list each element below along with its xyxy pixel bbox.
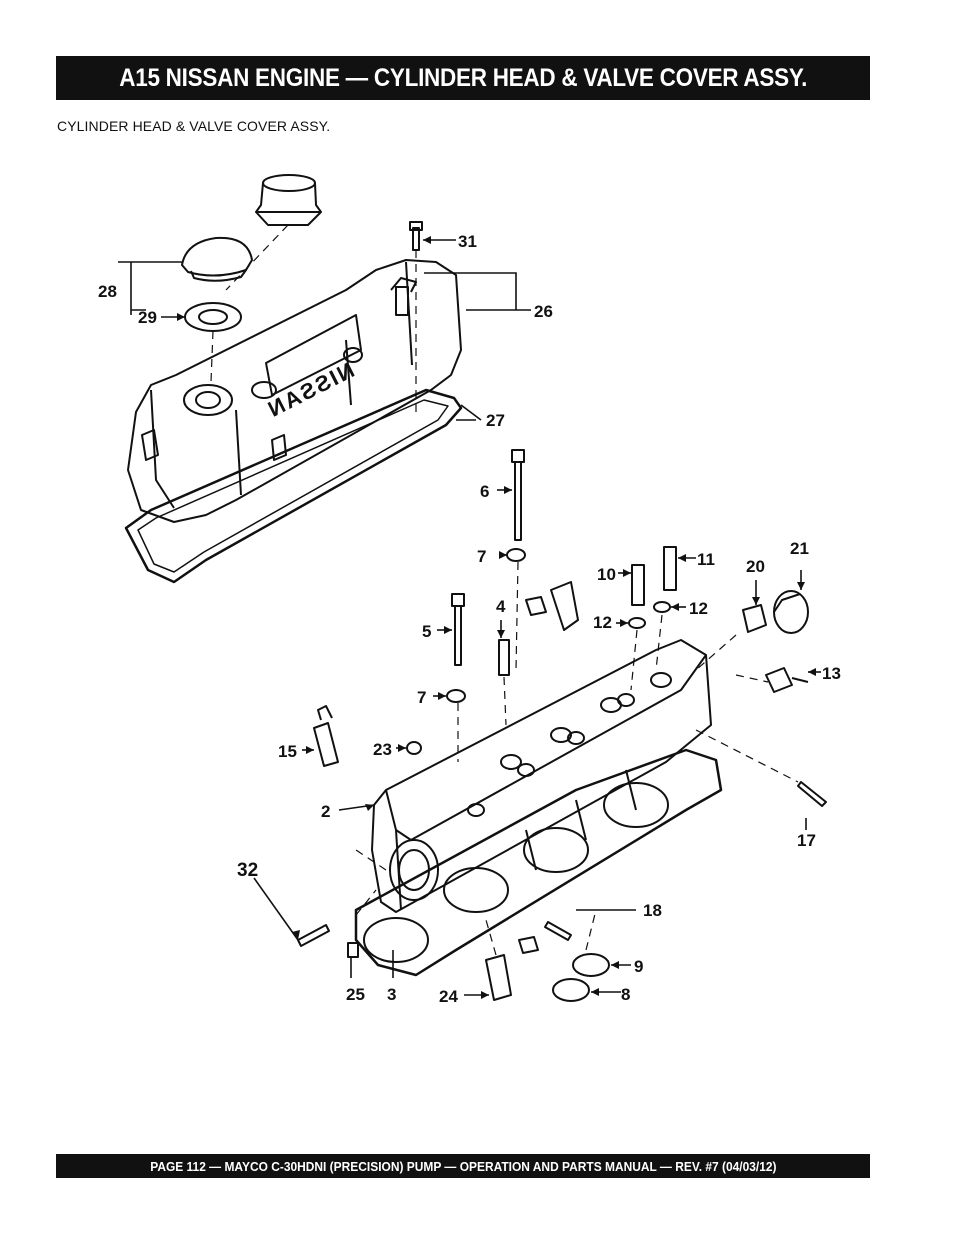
callout-label: 23 (373, 740, 392, 759)
pin-part (347, 942, 359, 958)
callout-label: 10 (597, 565, 616, 584)
callout-label: 28 (98, 282, 117, 301)
callout-label: 25 (346, 985, 365, 1004)
section-subtitle: CYLINDER HEAD & VALVE COVER ASSY. (57, 118, 331, 134)
callout-label: 5 (422, 622, 431, 641)
callout-label: 3 (387, 985, 396, 1004)
callout-label: 21 (790, 539, 809, 558)
callout-label: 13 (822, 664, 841, 683)
lifting-bracket-part (550, 581, 579, 631)
plug-part (742, 604, 767, 633)
callout-label: 12 (593, 613, 612, 632)
callout-label: 2 (321, 802, 330, 821)
callout-label: 7 (417, 688, 426, 707)
filler-neck-part (255, 174, 322, 226)
head-bolt-part (451, 593, 465, 666)
cylinder-head-part (371, 639, 712, 913)
callout-label: 20 (746, 557, 765, 576)
sensor-part (313, 705, 339, 767)
oil-cap-part (181, 236, 253, 282)
freeze-plug-part (572, 953, 610, 977)
expansion-plug-part (773, 590, 809, 634)
callout-label: 9 (634, 957, 643, 976)
valve-seal-part (653, 601, 671, 613)
callout-label: 12 (689, 599, 708, 618)
page-footer-bar: PAGE 112 — MAYCO C-30HDNI (PRECISION) PU… (56, 1154, 870, 1178)
bracket-bolt-part (525, 596, 547, 616)
temp-switch-part (765, 667, 809, 693)
cap-seal-part (184, 302, 242, 332)
callout-label: 17 (797, 831, 816, 850)
callout-label: 26 (534, 302, 553, 321)
callout-label: 15 (278, 742, 297, 761)
exhaust-stud-part (544, 921, 572, 941)
page-footer-text: PAGE 112 — MAYCO C-30HDNI (PRECISION) PU… (149, 1158, 777, 1174)
stud-part (498, 639, 510, 676)
dowel-part (297, 924, 330, 947)
small-plug-part (406, 741, 422, 755)
callout-label: 32 (237, 860, 258, 881)
callout-label: 29 (138, 308, 157, 327)
valve-guide-part (631, 564, 645, 606)
callout-label: 31 (458, 232, 477, 251)
callout-label: 4 (496, 597, 506, 616)
callout-label: 18 (643, 901, 662, 920)
washer-part (506, 548, 526, 562)
manifold-stud-part (797, 781, 827, 807)
callout-label: 11 (697, 550, 715, 569)
callout-label: 27 (486, 411, 505, 430)
page-title: A15 NISSAN ENGINE — CYLINDER HEAD & VALV… (119, 63, 807, 92)
valve-cover-gasket-part (124, 388, 463, 584)
breather-part (390, 277, 417, 316)
head-gasket-part (354, 748, 723, 977)
callout-label: 24 (439, 987, 458, 1006)
parts-diagram: NISSAN 31 28 29 26 27 6 7 10 11 21 20 5 … (98, 174, 841, 1006)
head-bolt-long-part (511, 449, 525, 541)
valve-seal-part (628, 617, 646, 629)
washer-part (446, 689, 466, 703)
page-title-bar: A15 NISSAN ENGINE — CYLINDER HEAD & VALV… (56, 56, 870, 100)
rear-bracket-part (485, 954, 512, 1001)
callout-label: 8 (621, 985, 630, 1004)
callout-label: 7 (477, 547, 486, 566)
freeze-plug-part (552, 978, 590, 1002)
cover-bolt-part (409, 221, 423, 251)
valve-guide-part (663, 546, 677, 591)
rear-bolt-part (518, 936, 539, 954)
callout-label: 6 (480, 482, 489, 501)
